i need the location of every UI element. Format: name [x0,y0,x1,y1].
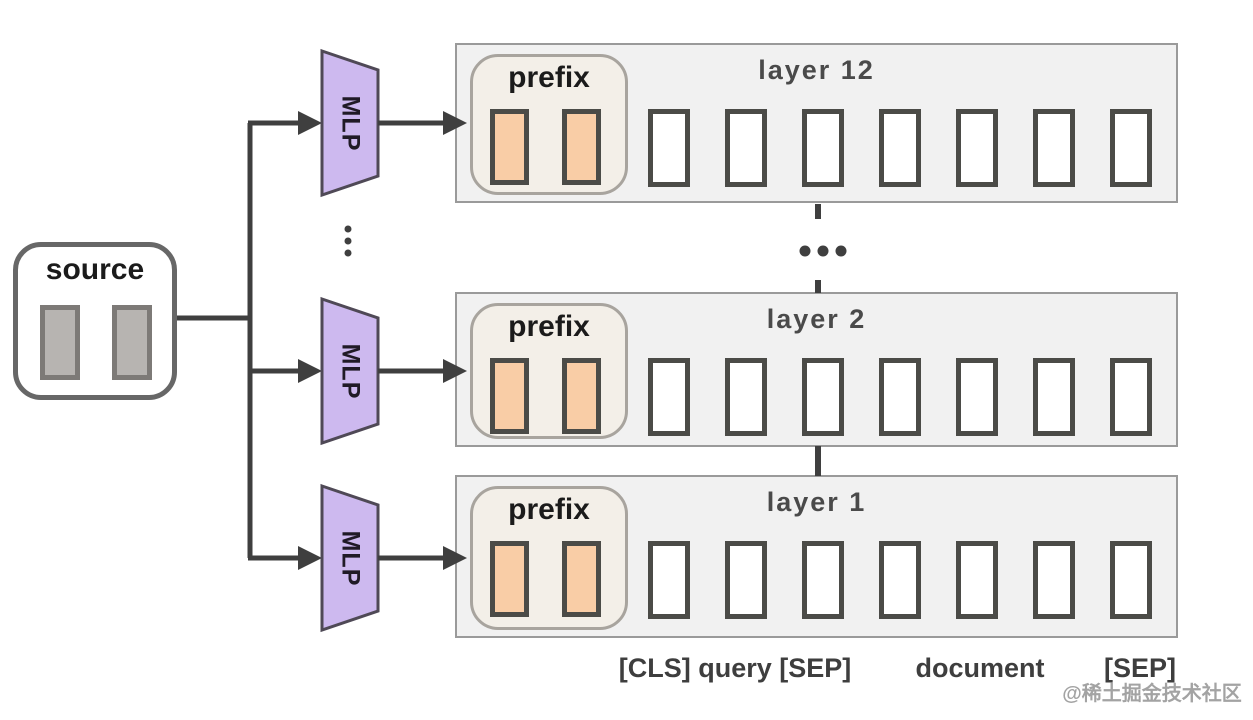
prefix-label: prefix [508,493,590,526]
token [490,541,529,617]
token [562,109,601,185]
prefix-box: prefix [470,54,628,195]
token [112,305,152,380]
mlp-label: MLP [336,343,365,399]
token [956,541,998,619]
token [1033,541,1075,619]
token [490,109,529,185]
layer-label: layer 12 [758,55,875,85]
ellipsis-dot [817,245,829,257]
token [1033,358,1075,436]
layer-label: layer 2 [766,304,867,334]
layer-tokens [648,541,1152,619]
token [802,109,844,187]
token [725,358,767,436]
input-label-document: document [915,653,1045,683]
token [562,358,601,434]
token [648,541,690,619]
prefix-tokens [490,109,601,185]
token [490,358,529,434]
token [1110,541,1152,619]
token [956,358,998,436]
prefix-box: prefix [470,303,628,439]
token [879,109,921,187]
prefix-label: prefix [508,310,590,343]
ellipsis-dot [799,245,811,257]
layer-tokens [648,109,1152,187]
prefix-label: prefix [508,61,590,94]
arrow-head-icon [298,359,322,383]
prefix-box: prefix [470,486,628,630]
token [1033,109,1075,187]
arrow-head-icon [298,546,322,570]
mlp-block-bottom: MLP [322,486,378,630]
token [562,541,601,617]
arrow-head-icon [298,111,322,135]
layer-tokens [648,358,1152,436]
watermark: @稀土掘金技术社区 [1062,683,1242,705]
token [879,358,921,436]
token [40,305,80,380]
mlp-label: MLP [336,95,365,151]
input-label-sep: [SEP] [1103,653,1177,683]
ellipsis-dot [344,249,352,257]
ellipsis-dot [344,225,352,233]
token [956,109,998,187]
source-box: source [13,242,177,400]
input-label-cls-query-sep: [CLS] query [SEP] [618,653,852,683]
mlp-block-top: MLP [322,51,378,195]
token [1110,358,1152,436]
prefix-tokens [490,541,601,617]
layer-box-1: layer 1 prefix [455,475,1178,638]
mlp-block-middle: MLP [322,299,378,443]
token [802,541,844,619]
token [802,358,844,436]
layer-label: layer 1 [766,487,867,517]
token [725,541,767,619]
token [648,109,690,187]
layer-box-2: layer 2 prefix [455,292,1178,447]
mlp-label: MLP [336,530,365,586]
source-label: source [45,253,145,286]
token [725,109,767,187]
ellipsis-dot [835,245,847,257]
token [879,541,921,619]
ellipsis-dot [344,237,352,245]
token [648,358,690,436]
source-tokens [40,305,152,380]
layer-box-12: layer 12 prefix [455,43,1178,203]
token [1110,109,1152,187]
prefix-tokens [490,358,601,434]
